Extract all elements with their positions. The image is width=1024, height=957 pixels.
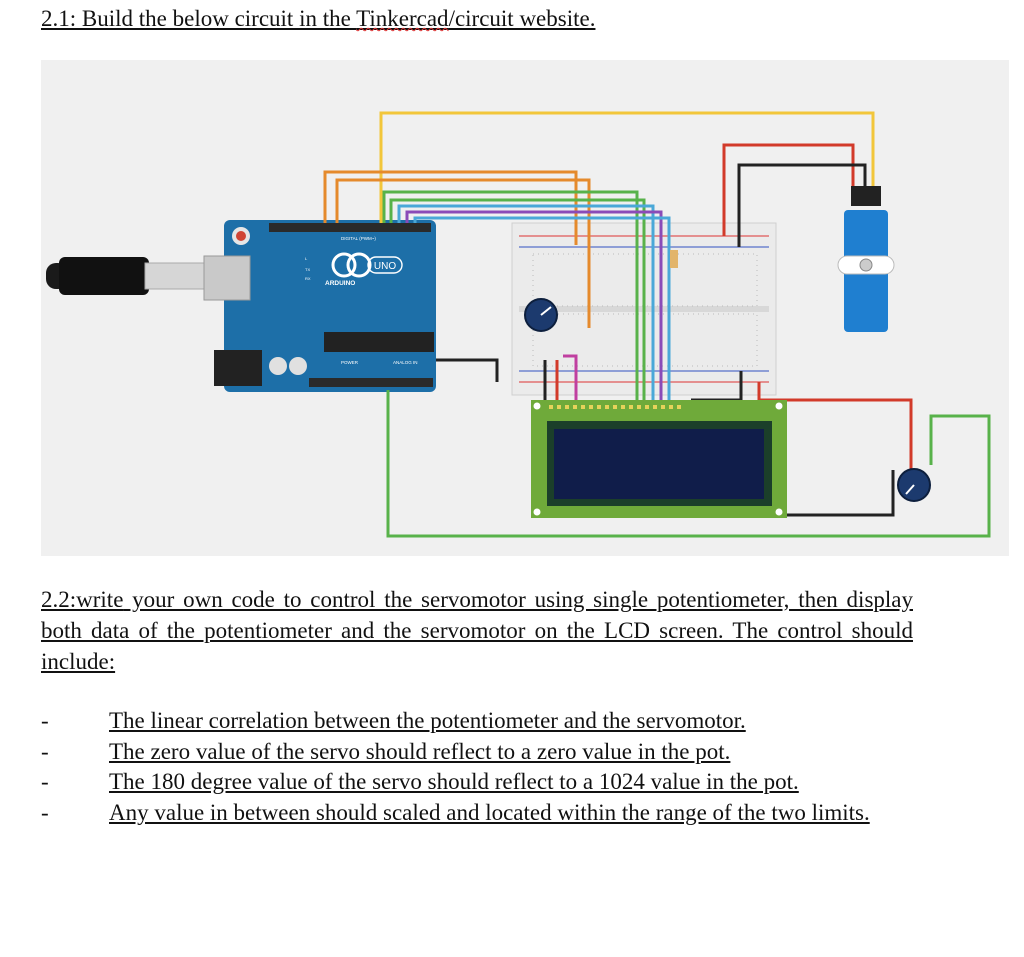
list-dash: - — [41, 769, 49, 794]
power-header-label: POWER — [341, 360, 359, 365]
board-brand-label: ARDUINO — [325, 280, 355, 287]
breadboard-potentiometer — [524, 298, 558, 332]
led-l-label: L — [305, 256, 308, 261]
list-item-text: The zero value of the servo should refle… — [109, 738, 731, 764]
arduino-board: UNO ARDUINO DIGITAL (PWM~) POWER ANALOG … — [203, 220, 436, 392]
requirements-list: - The linear correlation between the pote… — [41, 706, 913, 828]
lcd-module — [531, 400, 787, 518]
task-paragraph: 2.2:write your own code to control the s… — [41, 584, 913, 677]
list-item-text: The 180 degree value of the servo should… — [109, 769, 799, 794]
task-text: your own code to control the servomotor … — [41, 587, 913, 674]
task-lead: 2.2:write — [41, 587, 124, 612]
board-model-label: UNO — [374, 261, 396, 272]
digital-header-label: DIGITAL (PWM~) — [341, 236, 376, 241]
list-dash: - — [41, 708, 49, 733]
tx-label: TX — [305, 267, 310, 272]
resistor — [670, 250, 678, 268]
list-dash: - — [41, 799, 49, 825]
list-item: - The zero value of the servo should refl… — [41, 737, 913, 768]
heading-prefix: 2.1: Build the below circuit in the — [41, 6, 357, 31]
list-item: - The 180 degree value of the servo shoul… — [41, 767, 913, 798]
circuit-figure: UNO ARDUINO DIGITAL (PWM~) POWER ANALOG … — [41, 60, 1009, 556]
usb-cable — [46, 257, 206, 295]
list-item: - Any value in between should scaled and … — [41, 798, 913, 829]
list-item-text: Any value in between should scaled and l… — [109, 799, 870, 825]
analog-header-label: ANALOG IN — [393, 360, 418, 365]
circuit-diagram: UNO ARDUINO DIGITAL (PWM~) POWER ANALOG … — [46, 111, 991, 538]
list-item: - The linear correlation between the pote… — [41, 706, 913, 737]
rx-label: RX — [305, 276, 311, 281]
list-dash: - — [41, 738, 49, 764]
servo-motor — [837, 186, 895, 332]
heading-keyword: Tinkercad — [356, 6, 449, 31]
section-heading-2-1: 2.1: Build the below circuit in the Tink… — [41, 6, 595, 32]
lcd-contrast-potentiometer — [897, 468, 931, 502]
heading-suffix: /circuit website. — [448, 6, 596, 31]
list-item-text: The linear correlation between the poten… — [109, 708, 746, 733]
